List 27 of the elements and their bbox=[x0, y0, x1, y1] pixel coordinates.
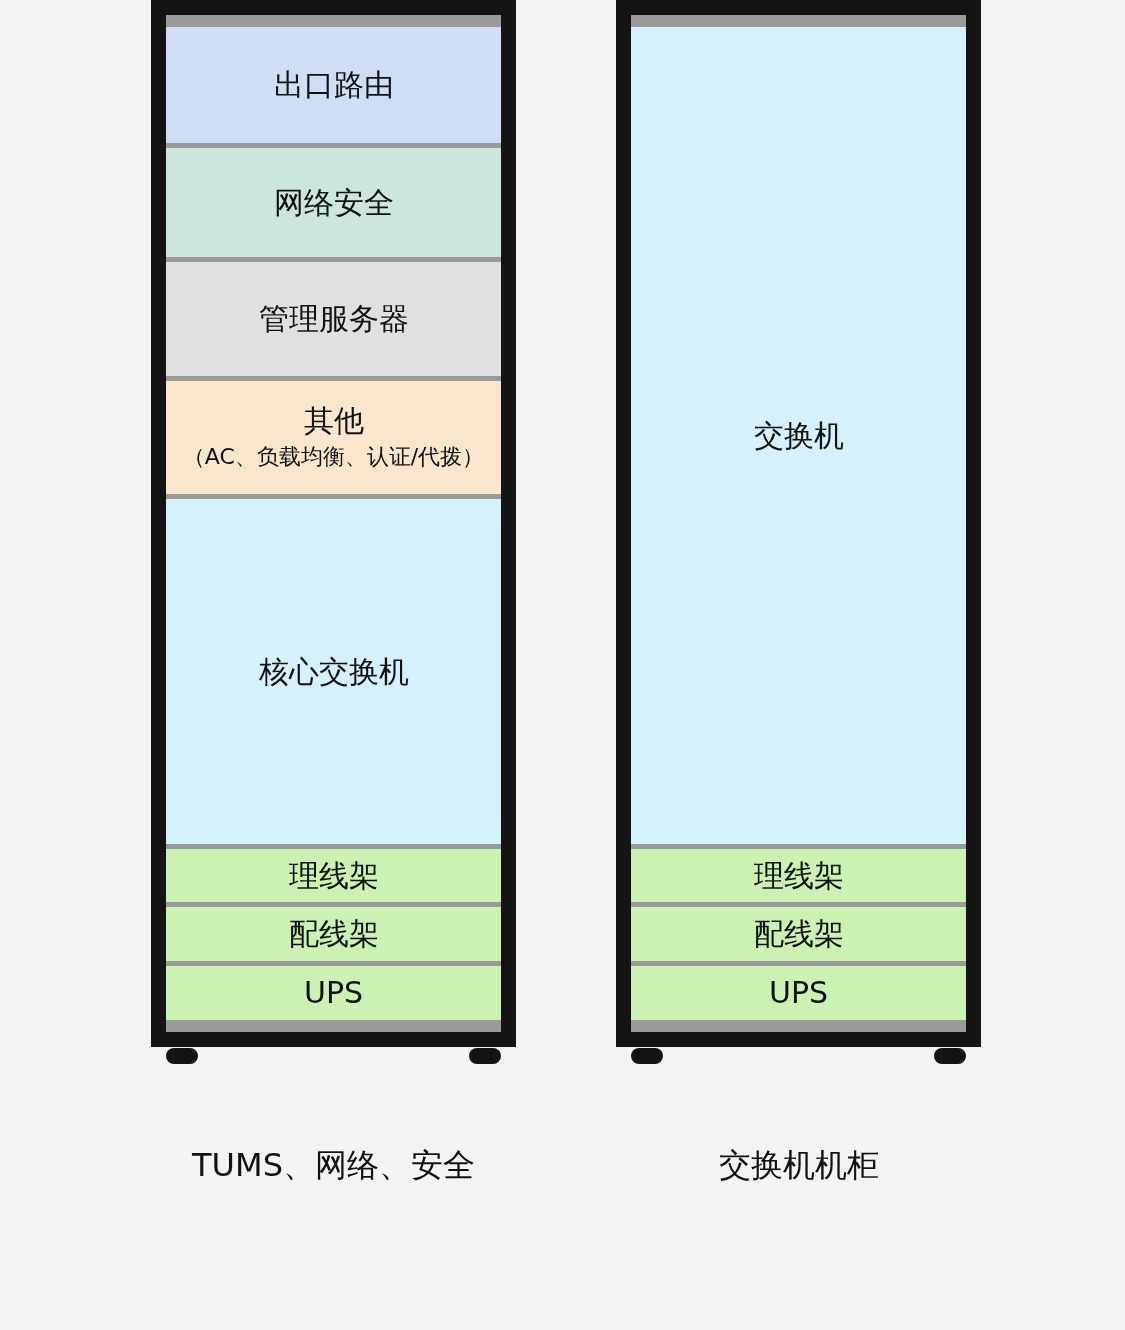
rack-unit bbox=[166, 148, 501, 257]
rack-unit bbox=[166, 499, 501, 844]
rack-unit bbox=[166, 262, 501, 376]
unit-label: UPS bbox=[768, 975, 829, 1011]
unit-label: 其他 bbox=[303, 403, 364, 440]
unit-label: 理线架 bbox=[753, 857, 844, 894]
rack-unit bbox=[631, 849, 966, 902]
unit-label: 核心交换机 bbox=[258, 653, 409, 690]
rack-unit bbox=[166, 966, 501, 1020]
rack-unit bbox=[166, 907, 501, 961]
unit-label: 配线架 bbox=[753, 916, 844, 952]
unit-note: （AC、负载均衡、认证/代拨） bbox=[182, 443, 485, 472]
unit-label: 出口路由 bbox=[273, 67, 394, 103]
rack-unit bbox=[631, 27, 966, 844]
rack-unit bbox=[166, 27, 501, 143]
cabinet-caption: TUMS、网络、安全 bbox=[191, 1145, 476, 1185]
unit-label: UPS bbox=[303, 975, 364, 1011]
rack-unit bbox=[166, 849, 501, 902]
unit-label: 网络安全 bbox=[273, 184, 394, 221]
unit-label: 管理服务器 bbox=[258, 301, 409, 337]
rack-unit bbox=[631, 966, 966, 1020]
rack-unit bbox=[166, 381, 501, 494]
unit-label: 交换机 bbox=[753, 417, 844, 454]
unit-label: 理线架 bbox=[288, 857, 379, 894]
unit-label: 配线架 bbox=[288, 916, 379, 952]
rack-unit bbox=[631, 907, 966, 961]
cabinet-caption: 交换机机柜 bbox=[717, 1145, 880, 1185]
